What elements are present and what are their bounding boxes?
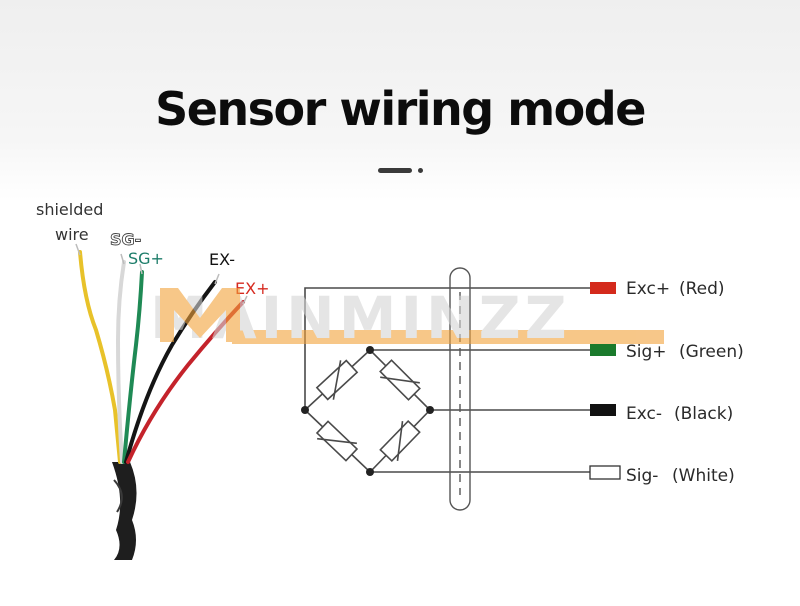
terminal-sig-minus-name: Sig- xyxy=(626,466,658,486)
title-underline-dash xyxy=(378,168,412,173)
bridge-nodes xyxy=(301,346,434,476)
wire-tip-strands xyxy=(75,243,248,305)
red-wire xyxy=(126,300,245,464)
terminal-exc-plus-name: Exc+ xyxy=(626,279,670,299)
label-shielded: shielded xyxy=(36,200,103,219)
page-title: Sensor wiring mode xyxy=(155,82,646,136)
green-wire xyxy=(122,270,144,464)
cable-twist xyxy=(113,479,123,513)
label-ex-plus: EX+ xyxy=(235,279,269,298)
title-underline-dot xyxy=(418,168,423,173)
white-wire xyxy=(115,260,126,464)
resistor-bottom-left xyxy=(315,420,359,462)
label-sg-plus: SG+ xyxy=(128,249,164,268)
resistor-top-right xyxy=(379,359,421,401)
label-ex-minus: EX- xyxy=(209,250,235,269)
swatch-sig-plus xyxy=(590,344,616,356)
terminal-sig-plus-name: Sig+ xyxy=(626,342,667,362)
terminal-exc-plus-color: (Red) xyxy=(679,279,725,299)
terminal-sig-plus-color: (Green) xyxy=(679,342,744,362)
watermark: MAINMINZZ xyxy=(150,284,664,352)
watermark-logo-m xyxy=(160,288,240,342)
swatch-exc-plus xyxy=(590,282,616,294)
shield-cylinder xyxy=(449,267,471,511)
resistor-bottom-right xyxy=(379,419,421,463)
swatch-sig-minus xyxy=(589,465,621,480)
terminal-exc-minus-name: Exc- xyxy=(626,404,662,424)
swatch-exc-minus xyxy=(590,404,616,416)
label-wire: wire xyxy=(55,225,89,244)
yellow-wire xyxy=(78,250,122,464)
resistor-top-left xyxy=(315,359,359,401)
cable-jacket xyxy=(112,462,137,560)
label-sg-minus: SG- xyxy=(110,230,141,249)
header-background xyxy=(0,0,800,200)
terminal-exc-minus-color: (Black) xyxy=(674,404,733,424)
terminal-sig-minus-color: (White) xyxy=(672,466,735,486)
black-wire xyxy=(124,280,217,464)
